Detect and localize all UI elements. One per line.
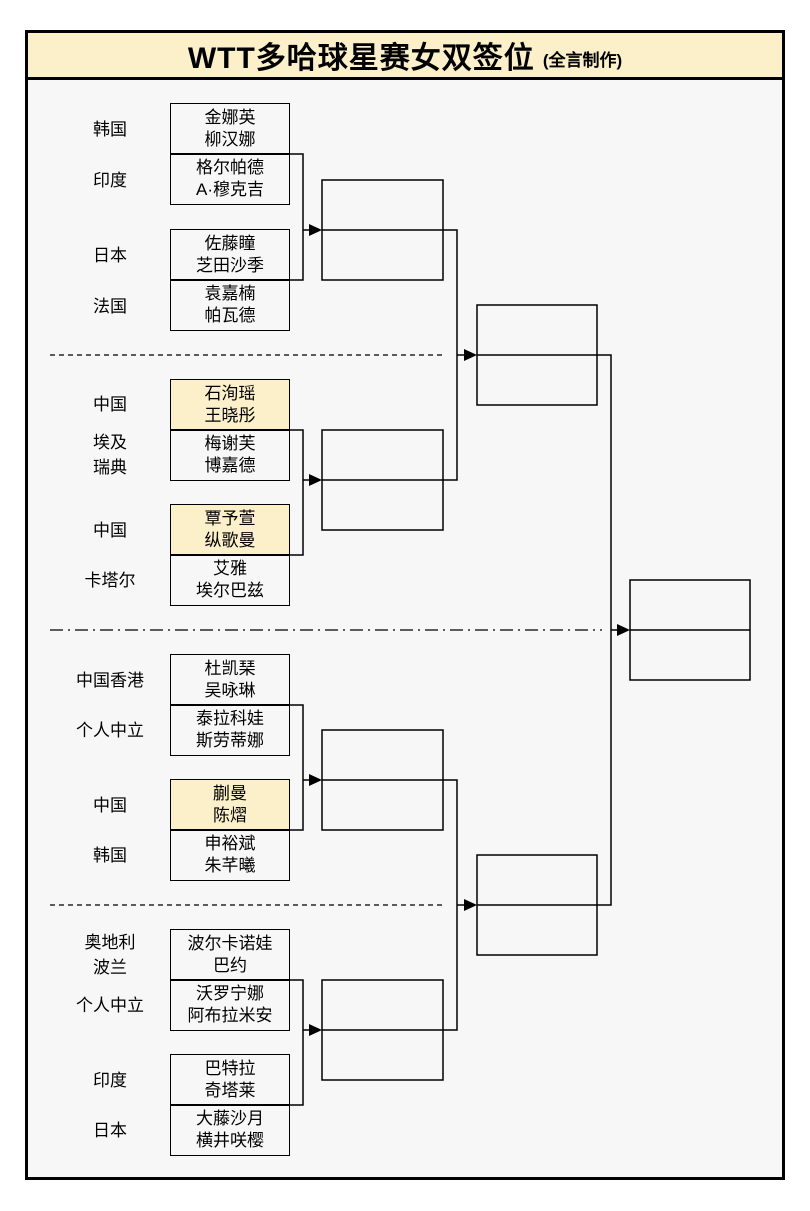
round1-pair: 蒯曼 陈熠 申裕斌 朱芊曦 [170, 779, 290, 881]
player-name: 斯劳蒂娜 [196, 731, 264, 751]
player-name: 帕瓦德 [204, 306, 256, 326]
pair-divider [171, 279, 289, 281]
country-label: 印度 [93, 1071, 127, 1090]
player-name: 泰拉科娃 [196, 709, 264, 729]
player-name: 博嘉德 [204, 456, 256, 476]
country-label: 奥地利 波兰 [84, 933, 136, 977]
team-box: 金娜英 柳汉娜 [171, 104, 289, 154]
player-name: 佐藤瞳 [204, 233, 256, 253]
player-name: 蒯曼 [213, 783, 247, 803]
player-name: 巴约 [213, 955, 247, 975]
player-name: 巴特拉 [204, 1058, 256, 1078]
player-name: 格尔帕德 [196, 158, 264, 178]
team-box: 袁嘉楠 帕瓦德 [171, 280, 289, 330]
country-label: 中国 [93, 521, 127, 540]
player-name: 奇塔莱 [204, 1080, 256, 1100]
country-label: 中国香港 [76, 671, 144, 690]
pair-divider [171, 429, 289, 431]
round1-pair: 巴特拉 奇塔莱 大藤沙月 横井咲樱 [170, 1054, 290, 1156]
country-label: 印度 [93, 171, 127, 190]
round1-pair: 金娜英 柳汉娜 格尔帕德 A·穆克吉 [170, 103, 290, 205]
country-label: 日本 [93, 246, 127, 265]
team-box: 佐藤瞳 芝田沙季 [171, 230, 289, 280]
team-box: 巴特拉 奇塔莱 [171, 1055, 289, 1105]
player-name: A·穆克吉 [196, 180, 264, 200]
player-name: 梅谢芙 [204, 434, 256, 454]
player-name: 芝田沙季 [196, 255, 264, 275]
pair-divider [171, 1104, 289, 1106]
title-credit: (全言制作) [542, 50, 623, 70]
round1-pair: 杜凯琹 吴咏琳 泰拉科娃 斯劳蒂娜 [170, 654, 290, 756]
player-name: 袁嘉楠 [204, 284, 256, 304]
player-name: 沃罗宁娜 [196, 984, 264, 1004]
player-name: 纵歌曼 [204, 530, 256, 550]
player-name: 石洵瑶 [204, 383, 256, 403]
pair-divider [171, 829, 289, 831]
player-name: 艾雅 [213, 559, 247, 579]
player-name: 陈熠 [213, 805, 247, 825]
title-band: WTT多哈球星赛女双签位 (全言制作) [28, 33, 782, 80]
country-label: 韩国 [93, 120, 127, 139]
round1-pair: 石洵瑶 王晓彤 梅谢芙 博嘉德 [170, 379, 290, 481]
player-name: 金娜英 [204, 107, 256, 127]
team-box: 石洵瑶 王晓彤 [171, 380, 289, 430]
player-name: 吴咏琳 [204, 680, 256, 700]
country-label: 中国 [93, 796, 127, 815]
pair-divider [171, 153, 289, 155]
team-box: 沃罗宁娜 阿布拉米安 [171, 980, 289, 1030]
round1-pair: 波尔卡诺娃 巴约 沃罗宁娜 阿布拉米安 [170, 929, 290, 1031]
team-box: 大藤沙月 横井咲樱 [171, 1105, 289, 1155]
team-box: 泰拉科娃 斯劳蒂娜 [171, 705, 289, 755]
country-label: 埃及 瑞典 [93, 433, 127, 477]
team-box: 梅谢芙 博嘉德 [171, 430, 289, 480]
team-box: 艾雅 埃尔巴兹 [171, 555, 289, 605]
country-label: 中国 [93, 395, 127, 414]
player-name: 大藤沙月 [196, 1109, 264, 1129]
player-name: 柳汉娜 [204, 129, 256, 149]
player-name: 杜凯琹 [204, 658, 256, 678]
pair-divider [171, 704, 289, 706]
round1-pair: 佐藤瞳 芝田沙季 袁嘉楠 帕瓦德 [170, 229, 290, 331]
country-label: 法国 [93, 297, 127, 316]
pair-divider [171, 979, 289, 981]
team-box: 覃予萱 纵歌曼 [171, 505, 289, 555]
team-box: 波尔卡诺娃 巴约 [171, 930, 289, 980]
round1-pair: 覃予萱 纵歌曼 艾雅 埃尔巴兹 [170, 504, 290, 606]
player-name: 王晓彤 [204, 405, 256, 425]
team-box: 蒯曼 陈熠 [171, 780, 289, 830]
player-name: 覃予萱 [204, 508, 256, 528]
team-box: 格尔帕德 A·穆克吉 [171, 154, 289, 204]
country-label: 卡塔尔 [84, 571, 136, 590]
country-label: 个人中立 [76, 721, 144, 740]
player-name: 波尔卡诺娃 [187, 933, 273, 953]
player-name: 申裕斌 [204, 834, 256, 854]
country-label: 日本 [93, 1121, 127, 1140]
player-name: 朱芊曦 [204, 856, 256, 876]
team-box: 申裕斌 朱芊曦 [171, 830, 289, 880]
page-title: WTT多哈球星赛女双签位 [187, 42, 535, 75]
country-label: 韩国 [93, 846, 127, 865]
team-box: 杜凯琹 吴咏琳 [171, 655, 289, 705]
player-name: 横井咲樱 [196, 1131, 264, 1151]
player-name: 埃尔巴兹 [196, 581, 264, 601]
country-label: 个人中立 [76, 996, 144, 1015]
pair-divider [171, 554, 289, 556]
player-name: 阿布拉米安 [187, 1006, 273, 1026]
